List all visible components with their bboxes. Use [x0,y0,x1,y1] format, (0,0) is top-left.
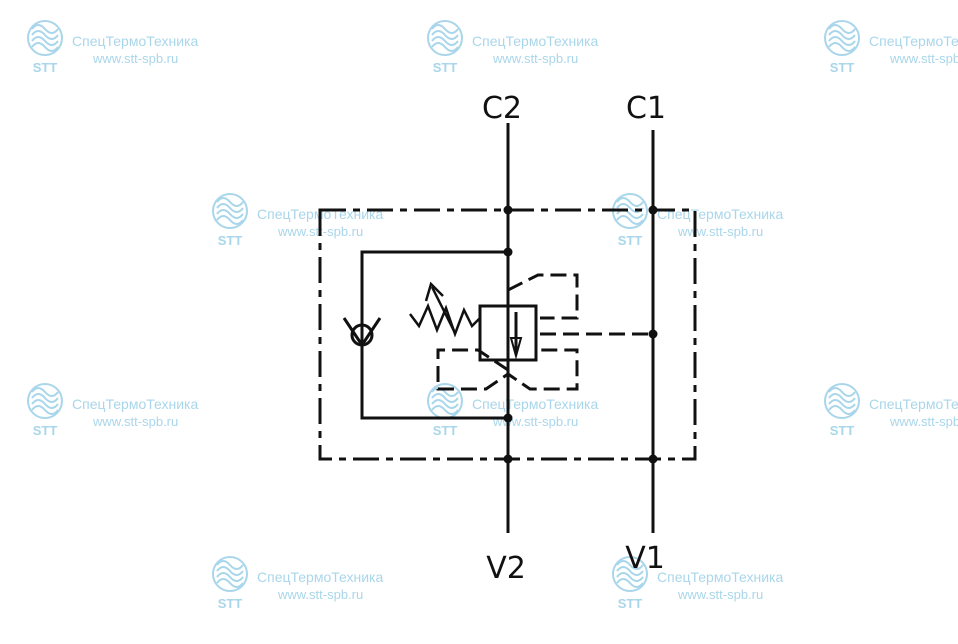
stt-logo-icon [824,20,860,56]
stt-logo-icon [212,556,248,592]
pilot-lines [436,273,653,391]
junction-dot [503,205,513,215]
watermark-website: www.stt-spb.ru [677,224,763,239]
watermark-website: www.stt-spb.ru [92,414,178,429]
junction-dot [503,454,513,464]
watermark-stamp: STT СпецТермоТехника www.stt-spb.ru [212,556,383,611]
watermark-stamp: STT СпецТермоТехника www.stt-spb.ru [427,383,598,438]
port-label-c1: C1 [626,91,666,126]
watermark-website: www.stt-spb.ru [889,414,958,429]
port-label-v2: V2 [486,551,526,586]
watermark-website: www.stt-spb.ru [92,51,178,66]
schematic-lines [318,123,697,533]
watermark-stamp: STT СпецТермоТехника www.stt-spb.ru [27,383,198,438]
watermark-website: www.stt-spb.ru [492,414,578,429]
stt-logo-icon [612,556,648,592]
watermark-logo-text: STT [33,423,58,438]
stt-logo-icon [427,20,463,56]
watermark-company: СпецТермоТехника [472,396,598,412]
adjust-arrow-line [430,286,457,334]
watermark-website: www.stt-spb.ru [492,51,578,66]
watermark-website: www.stt-spb.ru [677,587,763,602]
watermark-logo-text: STT [218,233,243,248]
watermark-logo-text: STT [830,423,855,438]
adjust-arrow-head [424,281,444,302]
pilot-bottom [436,348,579,391]
junction-dot [503,413,513,423]
junction-dot [648,205,658,215]
watermark-company: СпецТермоТехника [657,206,783,222]
watermark-stamp: STT СпецТермоТехника www.stt-spb.ru [27,20,198,75]
watermark-website: www.stt-spb.ru [889,51,958,66]
stt-logo-icon [824,383,860,419]
watermark-logo-text: STT [433,60,458,75]
watermark-logo-text: STT [830,60,855,75]
watermark-company: СпецТермоТехника [869,33,958,49]
watermark-layer: STTСпецТермоТехникаwww.stt-spb.ruSTTСпец… [27,20,958,611]
watermark-stamp: STT СпецТермоТехника www.stt-spb.ru [612,193,783,248]
port-label-c2: C2 [482,91,522,126]
watermark-logo-text: STT [33,60,58,75]
bypass-loop [360,250,508,420]
watermark-stamp: STT СпецТермоТехника www.stt-spb.ru [824,20,958,75]
watermark-logo-text: STT [618,596,643,611]
watermark-logo-text: STT [433,423,458,438]
watermark-logo-text: STT [618,233,643,248]
port-label-v1: V1 [625,541,665,576]
watermark-company: СпецТермоТехника [869,396,958,412]
stt-logo-icon [27,383,63,419]
junction-dot [648,454,658,464]
watermark-stamp: STT СпецТермоТехника www.stt-spb.ru [612,556,783,611]
pilot-top [507,273,579,320]
flow-arrow-head [509,337,523,360]
junction-dot [648,329,658,339]
watermark-company: СпецТермоТехника [257,569,383,585]
watermark-company: СпецТермоТехника [472,33,598,49]
watermark-website: www.stt-spb.ru [277,587,363,602]
stt-logo-icon [27,20,63,56]
junctions [503,205,658,464]
watermark-company: СпецТермоТехника [657,569,783,585]
watermark-logo-text: STT [218,596,243,611]
valve-body [478,304,538,362]
watermark-company: СпецТермоТехника [72,396,198,412]
check-valve-seat [342,317,382,348]
watermark-company: СпецТермоТехника [72,33,198,49]
junction-dot [503,247,513,257]
watermark-stamp: STT СпецТермоТехника www.stt-spb.ru [427,20,598,75]
watermark-stamp: STT СпецТермоТехника www.stt-spb.ru [824,383,958,438]
stt-logo-icon [212,193,248,229]
spring [409,302,481,338]
